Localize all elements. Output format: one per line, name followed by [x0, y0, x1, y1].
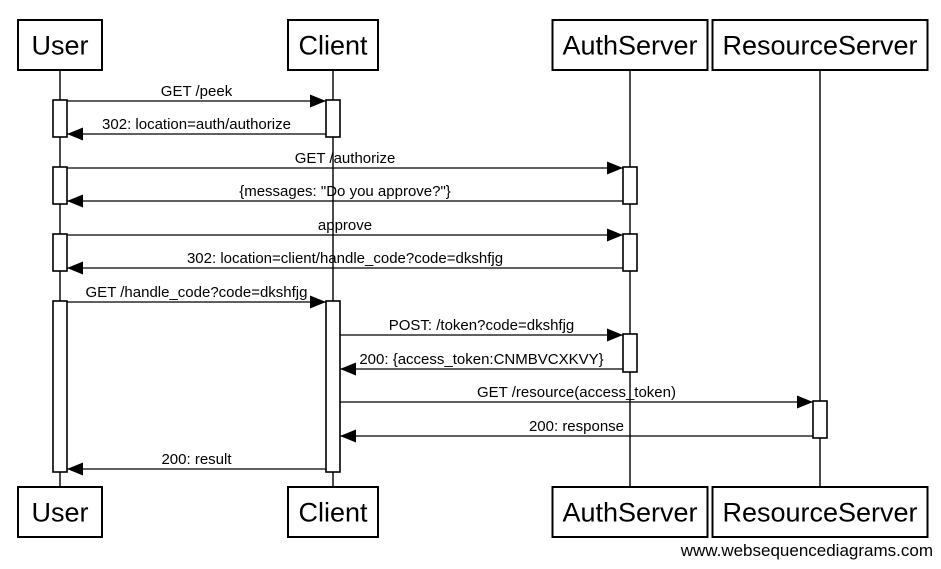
- activation-bar-authserver: [622, 333, 638, 373]
- message-label: 200: response: [529, 418, 624, 435]
- message-label: 302: location=auth/authorize: [102, 116, 291, 133]
- actor-box-rect: [287, 19, 379, 71]
- message-label: approve: [318, 217, 372, 234]
- actor-label: ResourceServer: [722, 498, 917, 528]
- message-6: GET /handle_code?code=dkshfjg: [67, 284, 326, 309]
- message-5: 302: location=client/handle_code?code=dk…: [67, 250, 623, 275]
- actor-box-authserver-bottom: AuthServer: [551, 486, 709, 538]
- arrowhead-left: [67, 194, 83, 208]
- activation-bar-user: [52, 166, 68, 205]
- activation-bar-user: [52, 99, 68, 138]
- actor-label: ResourceServer: [722, 31, 917, 61]
- message-label: {messages: "Do you approve?"}: [239, 183, 451, 200]
- activation-bar-user: [52, 233, 68, 272]
- arrowhead-right: [607, 161, 623, 175]
- actor-box-rect: [711, 19, 929, 71]
- arrowhead-right: [310, 94, 326, 108]
- message-8: 200: {access_token:CNMBVCXKVY}: [340, 351, 623, 376]
- arrowhead-left: [340, 429, 356, 443]
- activation-bar-authserver: [622, 166, 638, 205]
- actor-box-resourceserver-top: ResourceServer: [711, 19, 929, 71]
- arrowhead-right: [607, 328, 623, 342]
- actor-label: User: [31, 31, 88, 61]
- message-label: 302: location=client/handle_code?code=dk…: [187, 250, 503, 267]
- actor-label: AuthServer: [562, 498, 697, 528]
- actor-label: AuthServer: [562, 31, 697, 61]
- message-0: GET /peek: [67, 83, 326, 108]
- actor-box-client-top: Client: [287, 19, 379, 71]
- arrowhead-right: [797, 395, 813, 409]
- message-7: POST: /token?code=dkshfjg: [340, 317, 623, 342]
- message-label: POST: /token?code=dkshfjg: [389, 317, 575, 334]
- arrowhead-left: [340, 362, 356, 376]
- actor-box-rect: [551, 486, 709, 538]
- message-4: approve: [67, 217, 623, 242]
- actor-box-resourceserver-bottom: ResourceServer: [711, 486, 929, 538]
- activation-bar-client: [325, 300, 341, 473]
- arrowhead-left: [67, 261, 83, 275]
- actor-label: User: [31, 498, 88, 528]
- actor-box-client-bottom: Client: [287, 486, 379, 538]
- message-label: GET /authorize: [295, 150, 396, 167]
- actor-label: Client: [298, 31, 368, 61]
- actor-box-rect: [711, 486, 929, 538]
- message-label: GET /peek: [161, 83, 233, 100]
- actor-box-user-bottom: User: [17, 486, 103, 538]
- actor-box-rect: [551, 19, 709, 71]
- message-9: GET /resource(access_token): [340, 384, 813, 409]
- arrowhead-right: [607, 228, 623, 242]
- activation-bar-client: [325, 99, 341, 138]
- message-label: GET /handle_code?code=dkshfjg: [86, 284, 308, 301]
- actor-box-rect: [17, 19, 103, 71]
- message-2: GET /authorize: [67, 150, 623, 175]
- activation-bar-user: [52, 300, 68, 473]
- message-11: 200: result: [67, 451, 326, 476]
- activation-bar-authserver: [622, 233, 638, 272]
- message-label: 200: result: [161, 451, 232, 468]
- actor-box-user-top: User: [17, 19, 103, 71]
- actor-box-rect: [17, 486, 103, 538]
- actor-box-authserver-top: AuthServer: [551, 19, 709, 71]
- activation-bar-resourceserver: [812, 400, 828, 439]
- websequencediagrams-watermark: www.websequencediagrams.com: [680, 541, 933, 560]
- message-10: 200: response: [340, 418, 813, 443]
- actor-label: Client: [298, 498, 368, 528]
- arrowhead-right: [310, 295, 326, 309]
- message-3: {messages: "Do you approve?"}: [67, 183, 623, 208]
- arrowhead-left: [67, 127, 83, 141]
- arrowhead-left: [67, 462, 83, 476]
- message-1: 302: location=auth/authorize: [67, 116, 326, 141]
- message-label: 200: {access_token:CNMBVCXKVY}: [359, 351, 603, 368]
- message-label: GET /resource(access_token): [477, 384, 676, 401]
- actor-box-rect: [287, 486, 379, 538]
